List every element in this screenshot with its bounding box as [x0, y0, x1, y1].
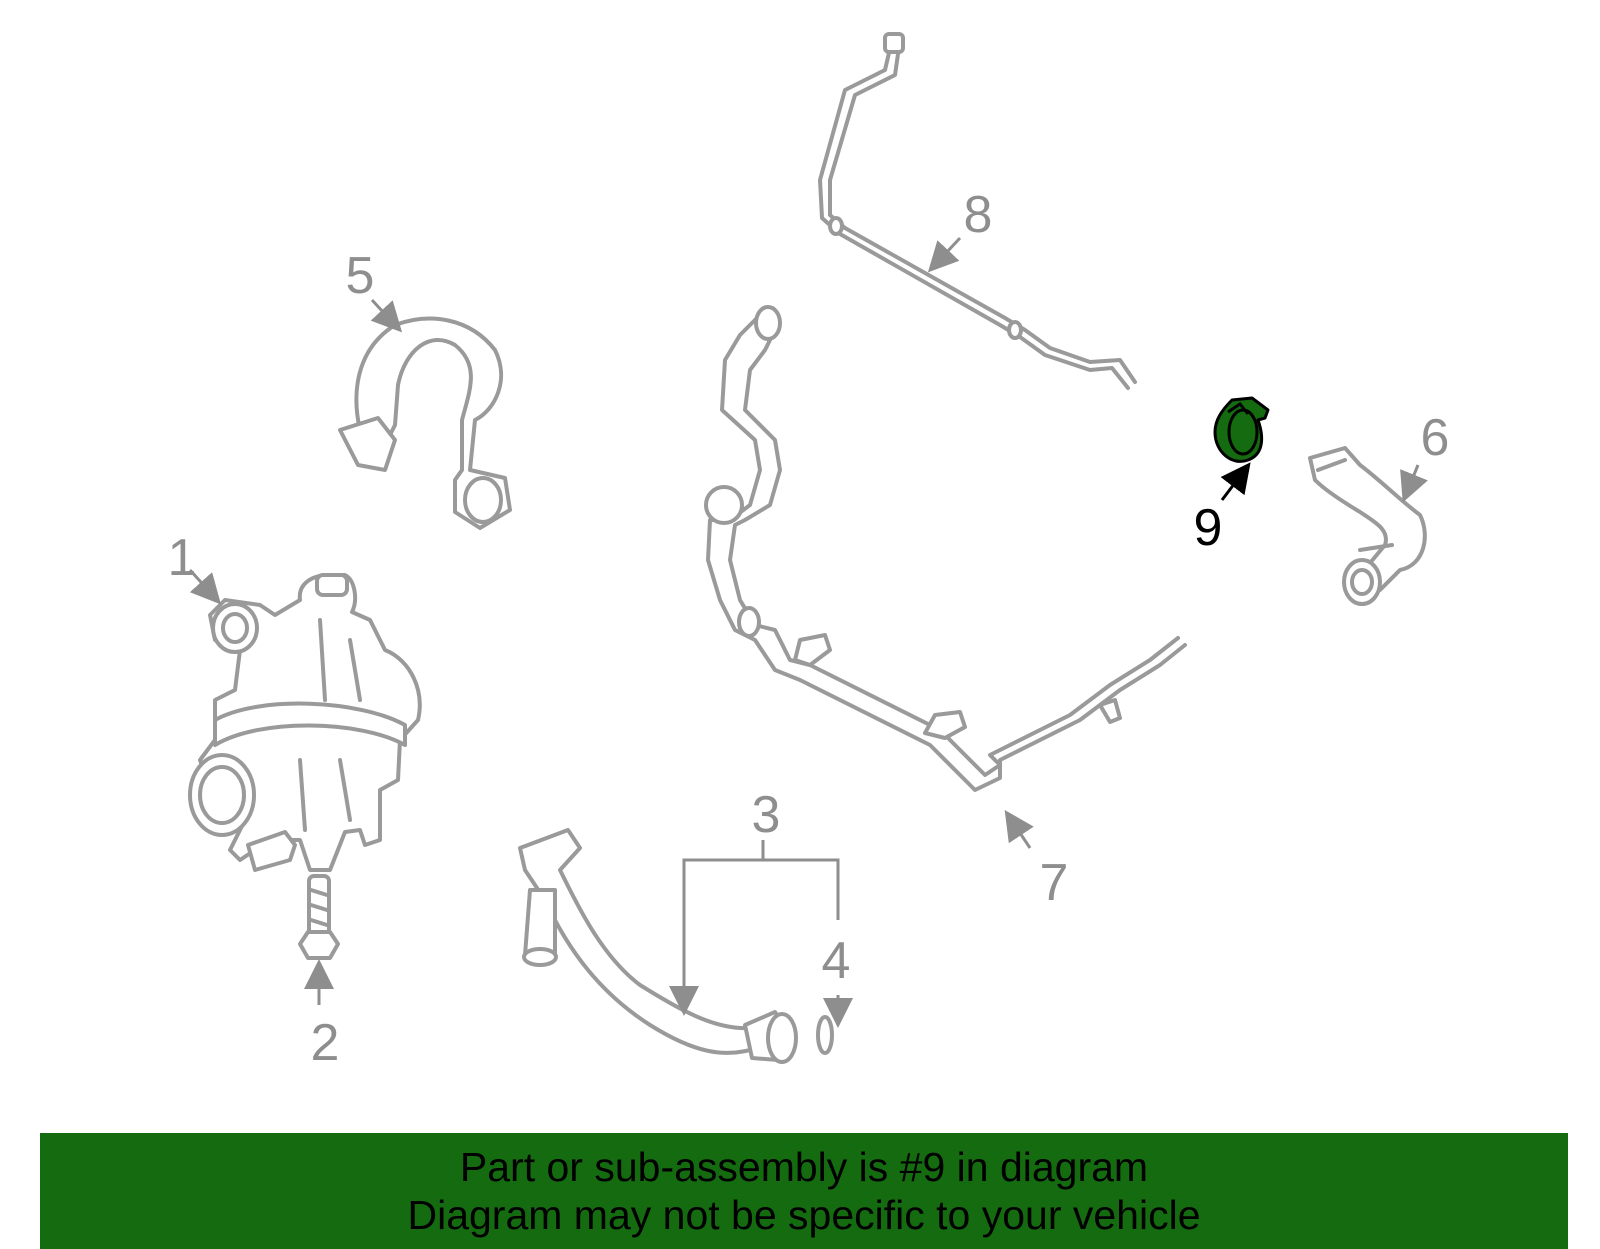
- part-5-hose: [338, 316, 512, 530]
- part-4-o-ring: [816, 1015, 834, 1055]
- part-3-coolant-pipe: [518, 828, 798, 1064]
- part-1-water-pump: [188, 573, 422, 872]
- info-banner: Part or sub-assembly is #9 in diagram Di…: [40, 1133, 1568, 1249]
- callout-6: 6: [1421, 409, 1450, 467]
- part-9-hose-clamp-highlighted[interactable]: [1213, 396, 1270, 463]
- callout-2: 2: [311, 1014, 340, 1072]
- part-8-vent-pipe: [818, 32, 1137, 390]
- callout-9-highlighted: 9: [1194, 499, 1223, 557]
- callout-numbers: 1 2 3 4 5 6 7 8 9: [168, 186, 1450, 1072]
- leader-lines: [188, 236, 1428, 1028]
- callout-5: 5: [346, 247, 375, 305]
- callout-3: 3: [752, 786, 781, 844]
- part-6-hose: [1308, 446, 1427, 606]
- banner-line-2: Diagram may not be specific to your vehi…: [407, 1192, 1201, 1238]
- part-7-coolant-line: [704, 305, 1187, 792]
- callout-1: 1: [168, 529, 197, 587]
- callout-4: 4: [822, 932, 851, 990]
- callout-8: 8: [964, 186, 993, 244]
- part-2-bolt: [298, 874, 340, 960]
- parts-diagram: 1 2 3 4 5 6 7 8 9: [168, 32, 1450, 1072]
- callout-7: 7: [1040, 854, 1069, 912]
- banner-line-1: Part or sub-assembly is #9 in diagram: [459, 1144, 1149, 1190]
